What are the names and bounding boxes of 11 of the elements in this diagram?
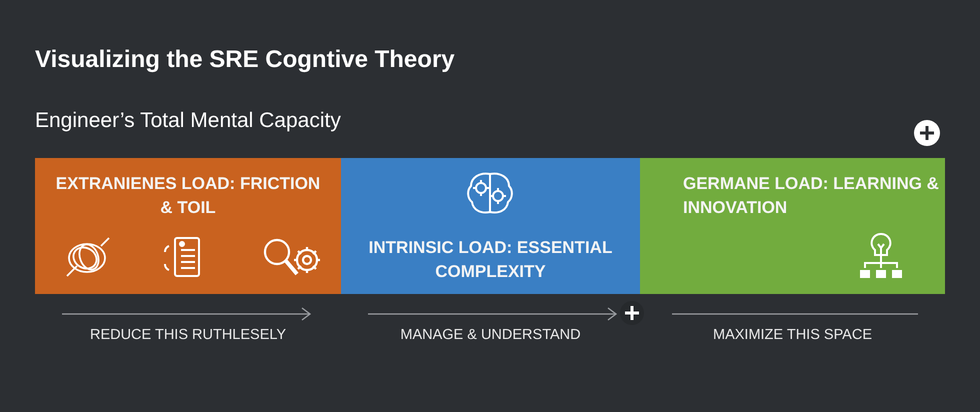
load-segment	[35, 158, 341, 294]
segment-caption: MAXIMIZE THIS SPACE	[712, 327, 873, 343]
segment-caption: REDUCE THIS RUTHLESELY	[88, 327, 288, 343]
title: Visualizing the SRE Cogntive Theory	[35, 46, 455, 74]
segment-heading: EXTRANIENES LOAD: FRICTION & TOIL	[54, 173, 322, 219]
subtitle: Engineer’s Total Mental Capacity	[35, 109, 341, 133]
segment-heading: INTRINSIC LOAD: ESSENTIAL COMPLEXITY	[368, 237, 614, 283]
load-segment	[341, 158, 640, 294]
segment-caption: MANAGE & UNDERSTAND	[399, 327, 582, 343]
segment-heading: GERMANE LOAD: LEARNING & INNOVATION	[683, 173, 940, 219]
load-segment	[640, 158, 945, 294]
